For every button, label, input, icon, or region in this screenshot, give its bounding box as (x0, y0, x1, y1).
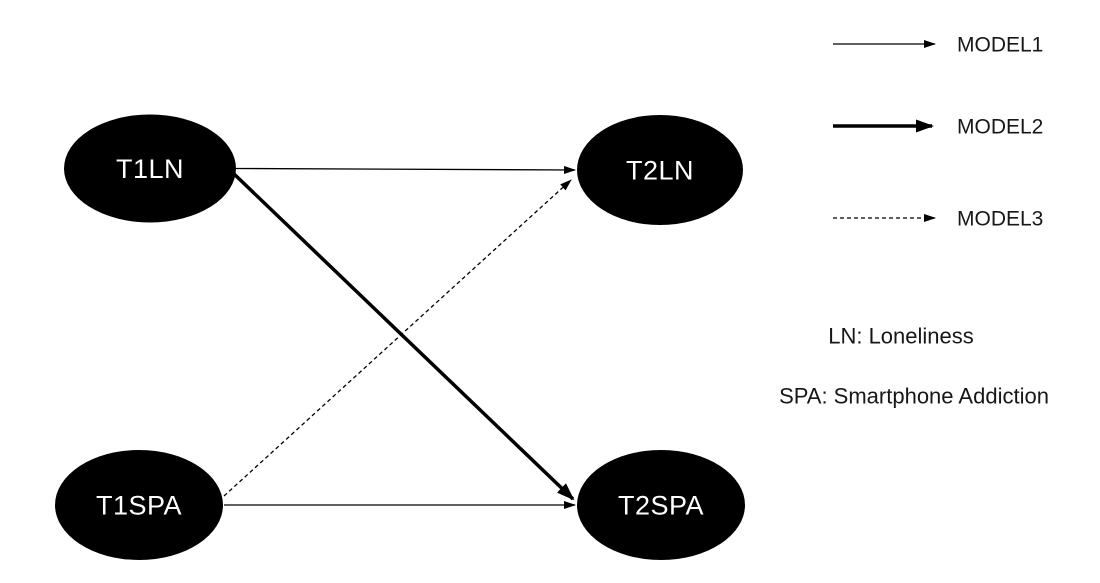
definitions: LN: Loneliness SPA: Smartphone Addiction (779, 324, 1049, 409)
legend-label-model3: MODEL3 (957, 208, 1043, 231)
node-t1spa: T1SPA (55, 450, 223, 560)
node-t2spa: T2SPA (577, 450, 745, 560)
legend-label-model1: MODEL1 (957, 34, 1043, 57)
edge-t1ln-t2ln-model1 (235, 165, 576, 174)
node-t1ln-label: T1LN (116, 154, 184, 184)
legend-item-model3: MODEL3 (833, 208, 1043, 231)
node-t2ln-label: T2LN (626, 156, 694, 186)
definition-spa: SPA: Smartphone Addiction (779, 384, 1049, 409)
node-t2ln: T2LN (577, 115, 743, 225)
node-t2ln-shape (577, 115, 743, 225)
edges (223, 165, 576, 509)
node-t1spa-shape (55, 450, 223, 560)
node-t1spa-label: T1SPA (96, 491, 182, 521)
node-t2spa-label: T2SPA (618, 491, 704, 521)
legend-label-model2: MODEL2 (957, 116, 1043, 139)
node-t1ln: T1LN (64, 114, 236, 223)
legend-item-model1: MODEL1 (833, 34, 1043, 57)
definition-ln: LN: Loneliness (828, 324, 974, 349)
edge-t1ln-t2spa-model2 (231, 171, 575, 501)
legend-item-model2: MODEL2 (833, 116, 1043, 139)
node-t1ln-shape (64, 114, 236, 223)
node-t2spa-shape (577, 450, 745, 560)
legend: MODEL1 MODEL2 MODEL3 (833, 34, 1043, 231)
edge-t1spa-t2ln-model3 (223, 179, 572, 497)
